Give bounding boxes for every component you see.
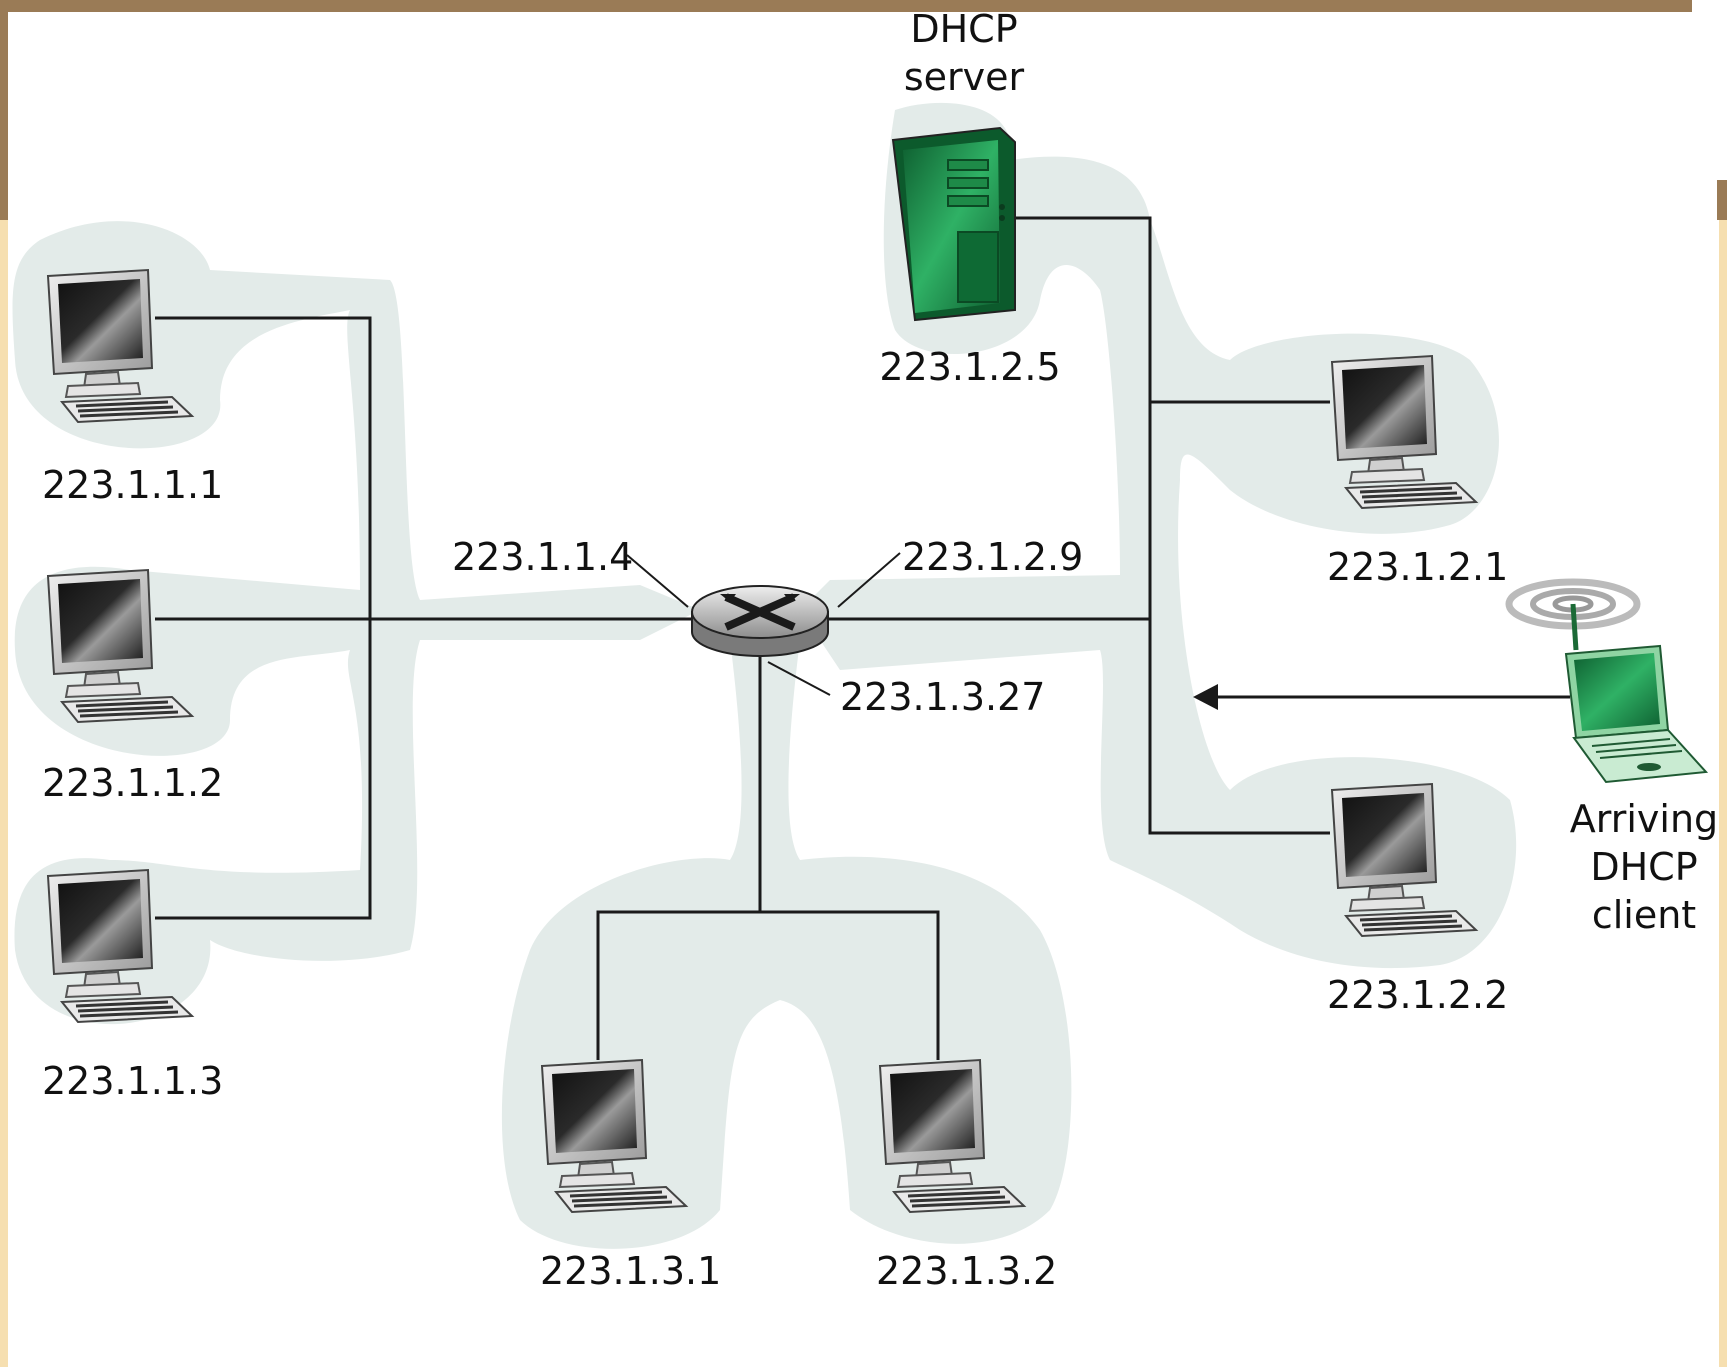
wire-bottom-bus (596, 910, 940, 1060)
wires (155, 216, 1330, 1060)
server-tower-icon (891, 126, 1016, 322)
server-ip-label: 223.1.2.5 (879, 345, 1060, 389)
host-ip-label: 223.1.3.1 (540, 1249, 721, 1293)
host-ip-label: 223.1.1.2 (42, 761, 223, 805)
labels: DHCP server 223.1.2.5 223.1.1.4 223.1.2.… (42, 7, 1718, 1293)
client-label-line2: DHCP (1590, 845, 1697, 889)
wire-right-bus (1015, 216, 1330, 835)
laptop-wireless-icon (1505, 578, 1709, 784)
host-ip-label: 223.1.3.2 (876, 1249, 1057, 1293)
leader-bottom (767, 661, 831, 696)
server-title-line1: DHCP (910, 7, 1017, 51)
router-icon (691, 585, 829, 657)
server-title-line2: server (904, 55, 1025, 99)
leader-right (837, 552, 901, 608)
host-ip-label: 223.1.1.3 (42, 1059, 223, 1103)
leader-left (626, 554, 689, 608)
router-ip-right: 223.1.2.9 (902, 535, 1083, 579)
router-ip-bottom: 223.1.3.27 (840, 675, 1045, 719)
router-ip-left: 223.1.1.4 (452, 535, 633, 579)
subnet-halo-left (12, 221, 700, 1025)
dhcp-arrival-arrow (1193, 684, 1570, 710)
host-ip-label: 223.1.1.1 (42, 463, 223, 507)
client-label-line1: Arriving (1570, 797, 1718, 841)
host-ip-label: 223.1.2.2 (1327, 973, 1508, 1017)
client-label-line3: client (1592, 893, 1696, 937)
subnet-halo-right (800, 102, 1517, 969)
host-ip-label: 223.1.2.1 (1327, 545, 1508, 589)
